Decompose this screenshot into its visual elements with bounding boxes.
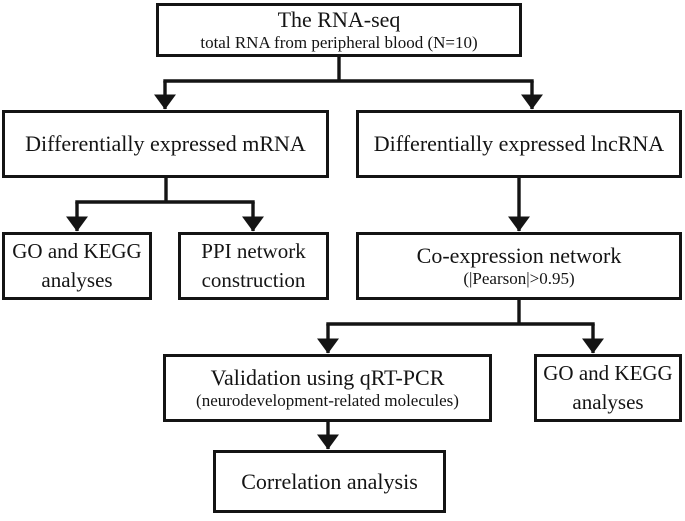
node-go-kegg-analyses-mrna: GO and KEGG analyses [2,232,152,300]
node-coexpression-title: Co-expression network [416,242,622,268]
node-differentially-expressed-lncrna: Differentially expressed lncRNA [356,110,682,178]
node-correlation-label: Correlation analysis [241,468,418,494]
node-go-kegg-mrna-line2: analyses [41,268,113,292]
node-go-kegg-analyses-lncrna: GO and KEGG analyses [534,354,682,422]
node-ppi-line2: construction [201,268,306,292]
node-rna-seq-title: The RNA-seq [277,6,401,32]
node-correlation-analysis: Correlation analysis [213,450,446,513]
node-validation-title: Validation using qRT-PCR [210,364,445,390]
node-lncrna-label: Differentially expressed lncRNA [373,131,665,157]
node-validation-qrt-pcr: Validation using qRT-PCR (neurodevelopme… [163,354,492,422]
node-ppi-line1: PPI network [201,239,306,264]
node-rna-seq-subtitle: total RNA from peripheral blood (N=10) [200,32,478,52]
node-go-kegg-mrna-line1: GO and KEGG [12,239,142,264]
node-ppi-network-construction: PPI network construction [178,232,329,300]
node-rna-seq: The RNA-seq total RNA from peripheral bl… [156,3,522,57]
node-go-kegg-lncrna-line1: GO and KEGG [543,361,673,386]
node-differentially-expressed-mrna: Differentially expressed mRNA [2,110,329,178]
node-coexpression-subtitle: (|Pearson|>0.95) [463,268,575,288]
node-validation-subtitle: (neurodevelopment-related molecules) [196,390,459,410]
node-mrna-label: Differentially expressed mRNA [25,131,306,157]
node-coexpression-network: Co-expression network (|Pearson|>0.95) [356,232,682,300]
node-go-kegg-lncrna-line2: analyses [572,390,644,414]
